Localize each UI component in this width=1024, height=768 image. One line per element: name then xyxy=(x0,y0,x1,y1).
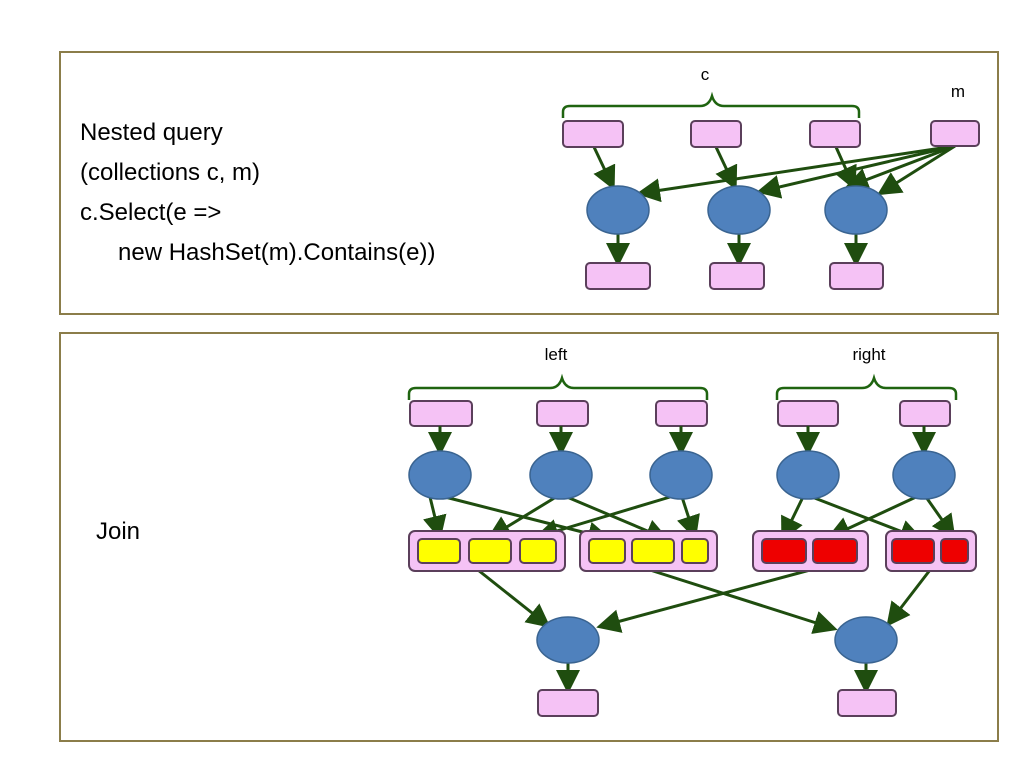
left-item xyxy=(655,400,708,427)
edge xyxy=(486,495,557,540)
left-item xyxy=(409,400,473,427)
c-item xyxy=(562,120,624,148)
nested-line-4: new HashSet(m).Contains(e)) xyxy=(118,239,435,266)
operator-node xyxy=(529,450,593,500)
label-left: left xyxy=(545,345,568,364)
brace-c xyxy=(561,91,861,118)
brace-right xyxy=(775,373,958,400)
edge xyxy=(596,568,811,633)
operator-node xyxy=(892,450,956,500)
edge xyxy=(826,495,917,540)
edge xyxy=(924,496,956,539)
nested-line-2: (collections c, m) xyxy=(80,159,260,186)
join-title: Join xyxy=(96,518,140,545)
nested-query-text: Nested query (collections c, m) c.Select… xyxy=(80,119,435,266)
left-value xyxy=(681,538,709,564)
operator-node xyxy=(649,450,713,500)
nested-items xyxy=(562,120,980,290)
result-item xyxy=(585,262,651,290)
operator-node xyxy=(776,450,840,500)
edge xyxy=(844,144,956,191)
output-item xyxy=(537,689,599,717)
c-item xyxy=(809,120,861,148)
operator-node xyxy=(536,616,600,664)
result-item xyxy=(709,262,765,290)
left-value xyxy=(468,538,512,564)
right-item xyxy=(899,400,951,427)
edge xyxy=(636,144,956,203)
right-value xyxy=(940,538,969,564)
operator-node xyxy=(408,450,472,500)
right-partition-items xyxy=(761,538,969,564)
operator-node xyxy=(707,185,771,235)
m-item xyxy=(930,120,980,147)
right-item xyxy=(777,400,839,427)
left-value xyxy=(631,538,675,564)
nested-line-1: Nested query xyxy=(80,119,223,146)
edge xyxy=(886,569,932,627)
join-output-items xyxy=(537,689,897,717)
operator-node xyxy=(834,616,898,664)
operator-node xyxy=(586,185,650,235)
edge xyxy=(781,496,805,542)
right-value xyxy=(761,538,807,564)
edge xyxy=(592,146,616,191)
nested-edges xyxy=(592,144,956,267)
result-item xyxy=(829,262,884,290)
left-value xyxy=(519,538,557,564)
nested-line-4-text: new HashSet(m).Contains(e)) xyxy=(118,239,435,266)
nested-line-3: c.Select(e => xyxy=(80,199,221,226)
nested-nodes xyxy=(586,185,888,235)
left-partition-items xyxy=(417,538,709,564)
join-input-items xyxy=(409,400,951,427)
edge xyxy=(677,496,700,540)
edge xyxy=(477,568,551,628)
label-m: m xyxy=(951,82,965,101)
edge xyxy=(534,495,671,543)
edge xyxy=(444,495,612,546)
edge xyxy=(649,568,838,634)
join-edges xyxy=(423,426,956,694)
operator-node xyxy=(824,185,888,235)
label-right: right xyxy=(852,345,885,364)
output-item xyxy=(837,689,897,717)
left-item xyxy=(536,400,589,427)
edge xyxy=(423,496,447,540)
label-c: c xyxy=(701,65,710,84)
join-map-nodes xyxy=(408,450,956,500)
left-value xyxy=(588,538,626,564)
right-value xyxy=(812,538,858,564)
right-value xyxy=(891,538,935,564)
join-reduce-nodes xyxy=(536,616,898,664)
left-value xyxy=(417,538,461,564)
c-item xyxy=(690,120,742,148)
brace-left xyxy=(407,373,709,400)
edge xyxy=(876,144,956,196)
